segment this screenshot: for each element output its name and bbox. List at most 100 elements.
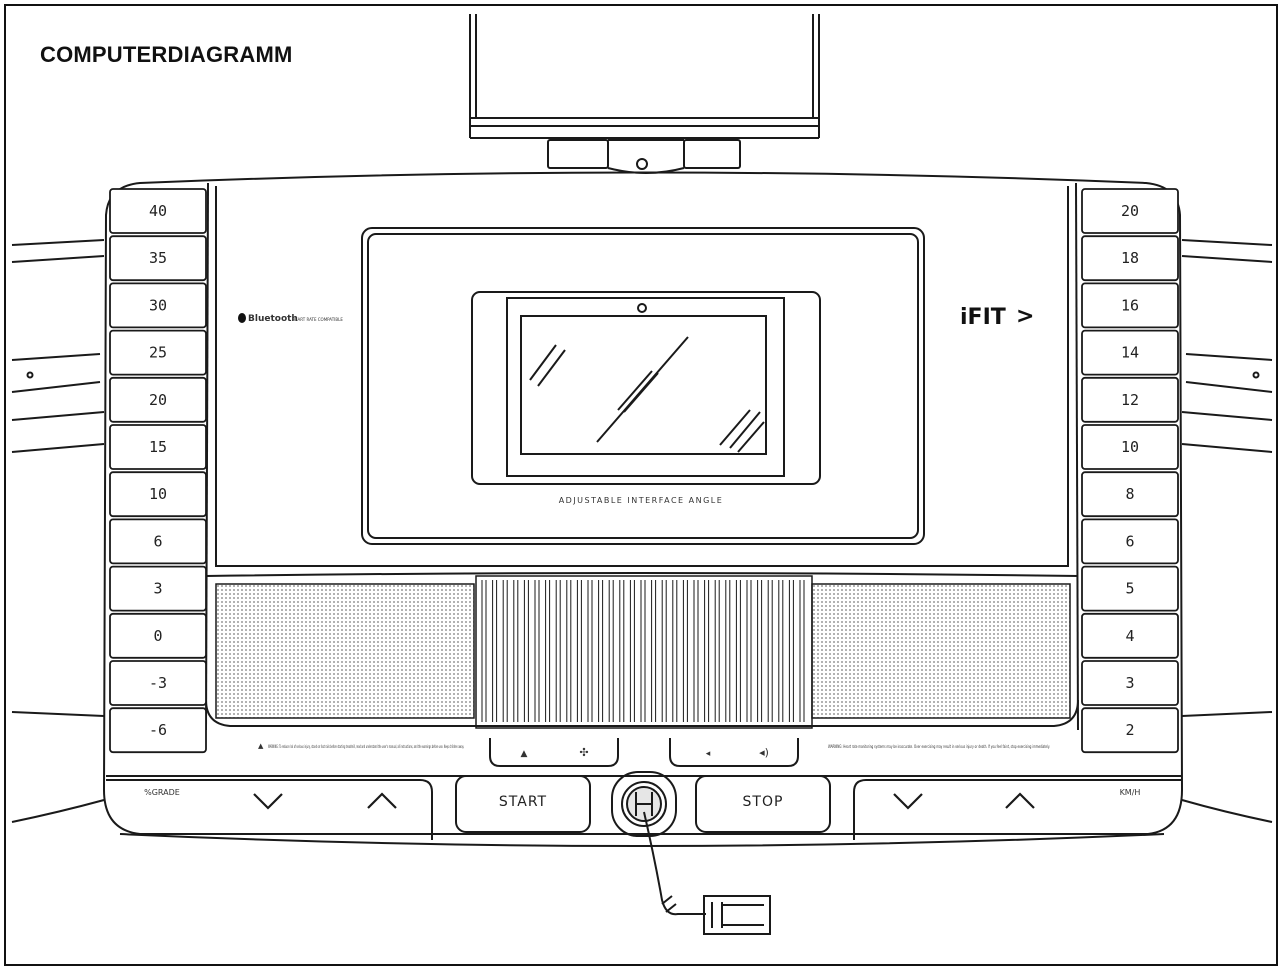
incline-key-minus6[interactable]: -6	[109, 707, 207, 754]
screen-caption: ADJUSTABLE INTERFACE ANGLE	[559, 496, 724, 505]
speed-key-label: 16	[1121, 296, 1139, 314]
speed-key-label: 3	[1125, 674, 1134, 692]
vent-slat	[619, 580, 625, 722]
speed-key-16[interactable]: 16	[1081, 282, 1179, 329]
incline-key-minus3[interactable]: -3	[109, 660, 207, 706]
speed-key-2[interactable]: 2	[1081, 707, 1179, 754]
vent-slat	[767, 580, 773, 722]
svg-text:STOP: STOP	[743, 794, 784, 810]
incline-down-icon[interactable]	[253, 793, 283, 810]
fan-down-icon[interactable]: ▲	[521, 749, 528, 759]
vent-slat	[714, 580, 720, 722]
vent-slat	[640, 580, 646, 722]
volume-down-icon[interactable]: ◂	[706, 749, 711, 759]
ifit-logo: iFIT	[960, 305, 1006, 330]
safety-key-clip[interactable]	[703, 895, 771, 935]
vent-slat	[481, 580, 487, 722]
incline-key-label: -3	[149, 674, 167, 692]
grade-label: %GRADE	[144, 788, 180, 797]
vent-slat	[523, 580, 529, 722]
fan-controls	[489, 738, 619, 767]
left-speaker-grille	[215, 583, 475, 719]
vent-slat	[651, 580, 657, 722]
vent-slat	[735, 580, 741, 722]
vent-slat	[587, 580, 593, 722]
start-button[interactable]: START	[455, 775, 591, 833]
incline-key-label: 25	[149, 344, 167, 362]
speed-key-18[interactable]: 18	[1081, 235, 1179, 282]
incline-key-6[interactable]: 6	[109, 518, 207, 565]
incline-key-label: -6	[149, 721, 167, 739]
speed-key-14[interactable]: 14	[1081, 329, 1179, 376]
speed-key-label: 10	[1121, 438, 1139, 456]
incline-key-15[interactable]: 15	[109, 424, 207, 470]
incline-key-10[interactable]: 10	[109, 471, 207, 518]
speed-key-label: 12	[1121, 391, 1139, 409]
speed-down-icon[interactable]	[893, 793, 923, 810]
figure-frame	[4, 4, 1278, 966]
tablet-holder	[469, 14, 820, 174]
tablet-screen[interactable]	[506, 297, 785, 477]
vent-slat	[682, 580, 688, 722]
vent-slat	[672, 580, 678, 722]
incline-key-40[interactable]: 40	[109, 188, 207, 234]
incline-key-0[interactable]: 0	[109, 612, 207, 659]
incline-key-label: 15	[149, 438, 167, 456]
svg-text:Bluetooth: Bluetooth	[248, 314, 298, 324]
incline-key-label: 0	[153, 627, 162, 645]
incline-key-3[interactable]: 3	[109, 565, 207, 612]
speed-key-label: 2	[1125, 721, 1134, 739]
speed-key-label: 20	[1121, 202, 1139, 220]
vent-slat	[746, 580, 752, 722]
incline-key-label: 40	[149, 202, 167, 220]
volume-controls	[669, 738, 799, 767]
speed-key-6[interactable]: 6	[1081, 518, 1179, 565]
vent-slat	[492, 580, 498, 722]
safety-key-slot[interactable]	[611, 771, 677, 837]
vent-slat	[757, 580, 763, 722]
speed-up-icon[interactable]	[1005, 792, 1035, 809]
speed-key-label: 8	[1125, 485, 1134, 503]
vent-slat	[598, 580, 604, 722]
vent-slat	[608, 580, 614, 722]
vent-slat	[778, 580, 784, 722]
diagram-title: COMPUTERDIAGRAMM	[40, 42, 293, 67]
speed-key-10[interactable]: 10	[1081, 424, 1179, 470]
speed-key-3[interactable]: 3	[1081, 660, 1179, 706]
speed-key-label: 6	[1125, 532, 1134, 550]
incline-key-35[interactable]: 35	[109, 235, 207, 282]
incline-key-label: 30	[149, 296, 167, 314]
speed-key-20[interactable]: 20	[1081, 188, 1179, 234]
vent-slat	[534, 580, 540, 722]
speed-key-12[interactable]: 12	[1081, 376, 1179, 423]
incline-key-label: 10	[149, 485, 167, 503]
speed-key-label: 14	[1121, 344, 1139, 362]
speed-key-4[interactable]: 4	[1081, 612, 1179, 659]
vent-slat	[502, 580, 508, 722]
volume-up-icon[interactable]: ◂)	[759, 746, 769, 759]
fan-up-icon[interactable]: ✣	[579, 746, 588, 759]
handlebars	[11, 239, 1273, 823]
vent-slat	[555, 580, 561, 722]
incline-key-20[interactable]: 20	[109, 376, 207, 423]
safety-key-cord	[643, 811, 706, 916]
svg-text:START: START	[499, 794, 547, 810]
svg-text:▲: ▲	[258, 742, 264, 750]
incline-key-30[interactable]: 30	[109, 282, 207, 329]
incline-key-25[interactable]: 25	[109, 329, 207, 376]
vent-slat	[661, 580, 667, 722]
warning-left: ▲ WARNING: To reduce risk of serious inj…	[258, 742, 464, 750]
incline-up-icon[interactable]	[367, 792, 397, 809]
vent-slat	[799, 580, 805, 722]
speed-key-5[interactable]: 5	[1081, 565, 1179, 612]
vent-slat	[704, 580, 710, 722]
stop-button[interactable]: STOP	[695, 775, 831, 833]
svg-text:HEART RATE COMPATIBLE: HEART RATE COMPATIBLE	[292, 317, 343, 322]
speed-key-8[interactable]: 8	[1081, 471, 1179, 518]
vent-slat	[545, 580, 551, 722]
grade-key-group	[106, 779, 433, 840]
vent-slat	[566, 580, 572, 722]
incline-key-label: 3	[153, 580, 162, 598]
